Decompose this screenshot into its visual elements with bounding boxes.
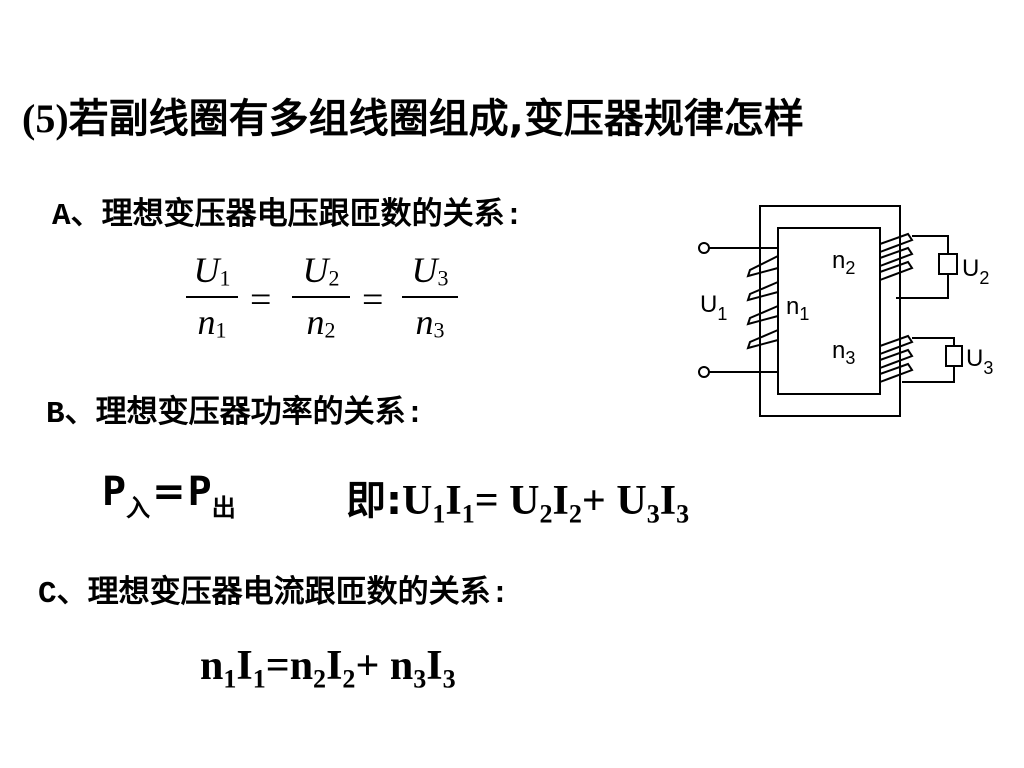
denominator: n3 bbox=[415, 302, 445, 343]
load-resistor-1 bbox=[938, 253, 958, 275]
secondary-2-wire bbox=[912, 337, 955, 346]
ji-label: 即: bbox=[346, 478, 402, 524]
equals-sign: = bbox=[250, 279, 272, 321]
title-text: 若副线圈有多组线圈组成,变压器规律怎样 bbox=[68, 96, 804, 142]
secondary-1-wire bbox=[912, 235, 949, 254]
numerator: U2 bbox=[302, 250, 340, 291]
numerator: U1 bbox=[193, 250, 231, 291]
power-relation: P入=P出 bbox=[102, 469, 236, 522]
power-equation: 即:U1I1= U2I2+ U3I3 bbox=[346, 468, 690, 529]
label-u2: U2 bbox=[962, 255, 989, 288]
section-a-label: A、理想变压器电压跟匝数的关系: bbox=[52, 199, 524, 234]
core-outer bbox=[759, 205, 901, 417]
fraction-bar bbox=[402, 296, 458, 298]
label-n1: n1 bbox=[786, 293, 809, 324]
label-n2: n2 bbox=[832, 247, 855, 278]
transformer-diagram: U1 n1 n2 U2 n3 U3 bbox=[698, 205, 993, 417]
title-prefix: (5) bbox=[22, 96, 69, 141]
fraction-u2-n2: U2 n2 bbox=[292, 250, 350, 343]
terminal-bottom bbox=[698, 366, 710, 378]
secondary-2-wire-return bbox=[902, 366, 955, 383]
current-equation: n1I1=n2I2+ n3I3 bbox=[200, 643, 456, 694]
section-c-label: C、理想变压器电流跟匝数的关系: bbox=[38, 577, 510, 612]
label-u1: U1 bbox=[700, 291, 727, 324]
secondary-coil-1 bbox=[879, 232, 914, 281]
fraction-u1-n1: U1 n1 bbox=[186, 250, 238, 343]
voltage-current-equation: U1I1= U2I2+ U3I3 bbox=[402, 478, 690, 529]
numerator: U3 bbox=[411, 250, 449, 291]
core-inner bbox=[777, 227, 881, 395]
secondary-coil-2 bbox=[879, 334, 914, 383]
label-n3: n3 bbox=[832, 337, 855, 368]
primary-coil bbox=[746, 255, 779, 350]
equals-sign: = bbox=[362, 279, 384, 321]
secondary-1-wire-return bbox=[896, 274, 949, 299]
denominator: n1 bbox=[197, 302, 227, 343]
section-b-label: B、理想变压器功率的关系: bbox=[46, 397, 425, 432]
fraction-u3-n3: U3 n3 bbox=[402, 250, 458, 343]
page-title: (5)若副线圈有多组线圈组成,变压器规律怎样 bbox=[22, 86, 804, 144]
denominator: n2 bbox=[306, 302, 336, 343]
terminal-top bbox=[698, 242, 710, 254]
fraction-bar bbox=[186, 296, 238, 298]
label-u3: U3 bbox=[966, 345, 993, 378]
fraction-bar bbox=[292, 296, 350, 298]
load-resistor-2 bbox=[945, 345, 963, 367]
